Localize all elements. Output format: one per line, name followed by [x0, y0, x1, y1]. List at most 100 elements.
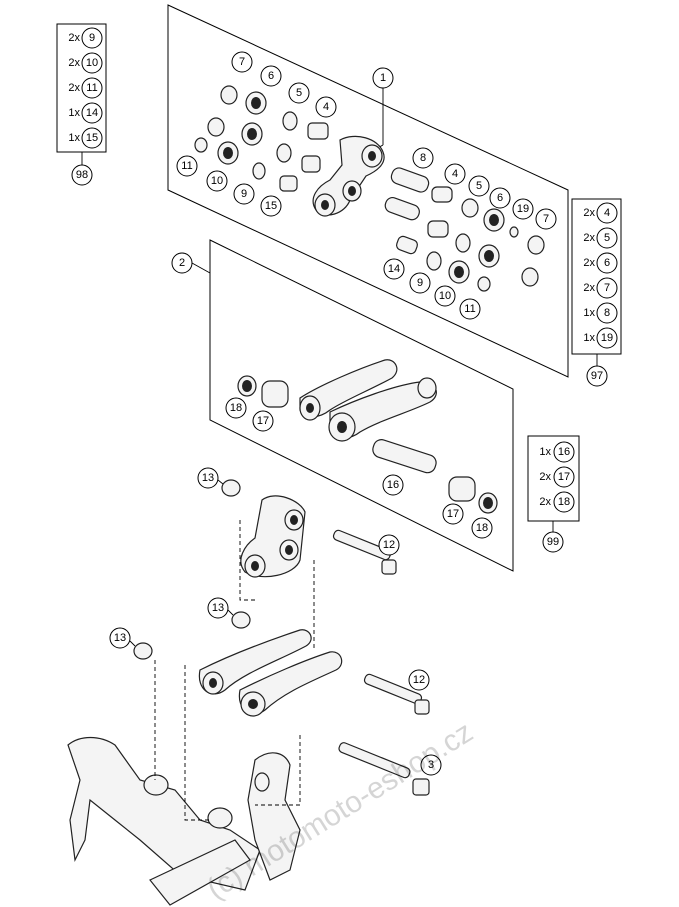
callout-10: 10	[206, 170, 228, 192]
callout-6: 6	[260, 65, 282, 87]
svg-text:10: 10	[439, 290, 451, 302]
svg-text:14: 14	[86, 107, 98, 119]
svg-text:11: 11	[86, 82, 97, 94]
svg-text:8: 8	[604, 307, 610, 319]
svg-text:4: 4	[604, 207, 610, 219]
svg-text:17: 17	[558, 471, 570, 483]
callout-11b: 11	[459, 298, 481, 320]
svg-text:3: 3	[428, 759, 434, 771]
assembly-1-frame	[167, 4, 569, 378]
kit-97-row: 2x 7	[583, 277, 618, 299]
kit-part-callout: 8	[596, 302, 618, 324]
callout-18b: 18	[471, 517, 493, 539]
kit-part-callout: 11	[81, 77, 103, 99]
callout-19: 19	[512, 198, 534, 220]
callout-7b: 7	[535, 208, 557, 230]
callout-4: 4	[315, 96, 337, 118]
svg-text:6: 6	[268, 70, 274, 82]
svg-text:99: 99	[547, 536, 559, 548]
kit-quantity: 2x	[68, 57, 80, 69]
svg-text:13: 13	[202, 472, 214, 484]
kit-quantity: 2x	[583, 207, 595, 219]
svg-text:7: 7	[604, 282, 610, 294]
svg-text:8: 8	[420, 152, 426, 164]
svg-text:18: 18	[230, 402, 242, 414]
svg-text:9: 9	[417, 277, 423, 289]
callout-7: 7	[231, 51, 253, 73]
kit-part-callout: 14	[81, 102, 103, 124]
kit-quantity: 2x	[583, 232, 595, 244]
callout-2: 2	[171, 252, 193, 274]
svg-text:98: 98	[76, 169, 88, 181]
kit-quantity: 1x	[583, 332, 595, 344]
kit-part-callout: 18	[553, 491, 575, 513]
svg-text:6: 6	[497, 192, 503, 204]
callout-15: 15	[260, 195, 282, 217]
svg-text:18: 18	[476, 522, 488, 534]
kit-98-callout: 98	[71, 164, 93, 186]
kit-part-callout: 4	[596, 202, 618, 224]
svg-text:15: 15	[86, 132, 98, 144]
kit-quantity: 2x	[583, 257, 595, 269]
svg-text:12: 12	[383, 539, 395, 551]
kit-99-callout: 99	[542, 531, 564, 553]
svg-text:13: 13	[114, 632, 126, 644]
kit-part-callout: 5	[596, 227, 618, 249]
callout-13a: 13	[197, 467, 219, 489]
kit-part-callout: 19	[596, 327, 618, 349]
svg-text:17: 17	[257, 415, 269, 427]
svg-text:1: 1	[380, 72, 386, 84]
kit-quantity: 1x	[583, 307, 595, 319]
assembly-2-frame	[209, 239, 514, 572]
callout-18: 18	[225, 397, 247, 419]
kit-quantity: 1x	[539, 446, 551, 458]
svg-text:10: 10	[86, 57, 98, 69]
kit-97-row: 1x 8	[583, 302, 618, 324]
kit-quantity: 2x	[539, 471, 551, 483]
svg-text:11: 11	[464, 303, 475, 315]
kit-97-callout: 97	[586, 365, 608, 387]
callout-1: 1	[372, 67, 394, 89]
kit-97-row: 2x 6	[583, 252, 618, 274]
callout-11: 11	[176, 155, 198, 177]
kit-part-callout: 15	[81, 127, 103, 149]
svg-text:5: 5	[296, 87, 302, 99]
callout-12b: 12	[408, 669, 430, 691]
svg-text:97: 97	[591, 370, 603, 382]
svg-text:4: 4	[452, 168, 458, 180]
callout-5b: 5	[468, 175, 490, 197]
kit-quantity: 2x	[539, 496, 551, 508]
svg-text:7: 7	[239, 56, 245, 68]
callout-9: 9	[233, 183, 255, 205]
svg-text:14: 14	[388, 263, 400, 275]
svg-text:11: 11	[181, 160, 192, 172]
lower-assembly	[67, 479, 430, 906]
kit-part-callout: 9	[81, 27, 103, 49]
callout-17b: 17	[442, 503, 464, 525]
svg-text:19: 19	[517, 203, 529, 215]
svg-text:16: 16	[387, 479, 399, 491]
kit-99-row: 2x 17	[539, 466, 575, 488]
svg-text:12: 12	[413, 674, 425, 686]
callout-8: 8	[412, 147, 434, 169]
svg-text:5: 5	[604, 232, 610, 244]
svg-text:2: 2	[179, 257, 185, 269]
assembly-1-parts	[194, 85, 545, 292]
svg-text:9: 9	[241, 188, 247, 200]
kit-part-callout: 7	[596, 277, 618, 299]
svg-text:6: 6	[604, 257, 610, 269]
callout-13b: 13	[207, 597, 229, 619]
svg-text:13: 13	[212, 602, 224, 614]
svg-text:4: 4	[323, 101, 329, 113]
kit-quantity: 2x	[583, 282, 595, 294]
svg-text:9: 9	[89, 32, 95, 44]
callout-9b: 9	[409, 272, 431, 294]
svg-text:18: 18	[558, 496, 570, 508]
callout-17: 17	[252, 410, 274, 432]
